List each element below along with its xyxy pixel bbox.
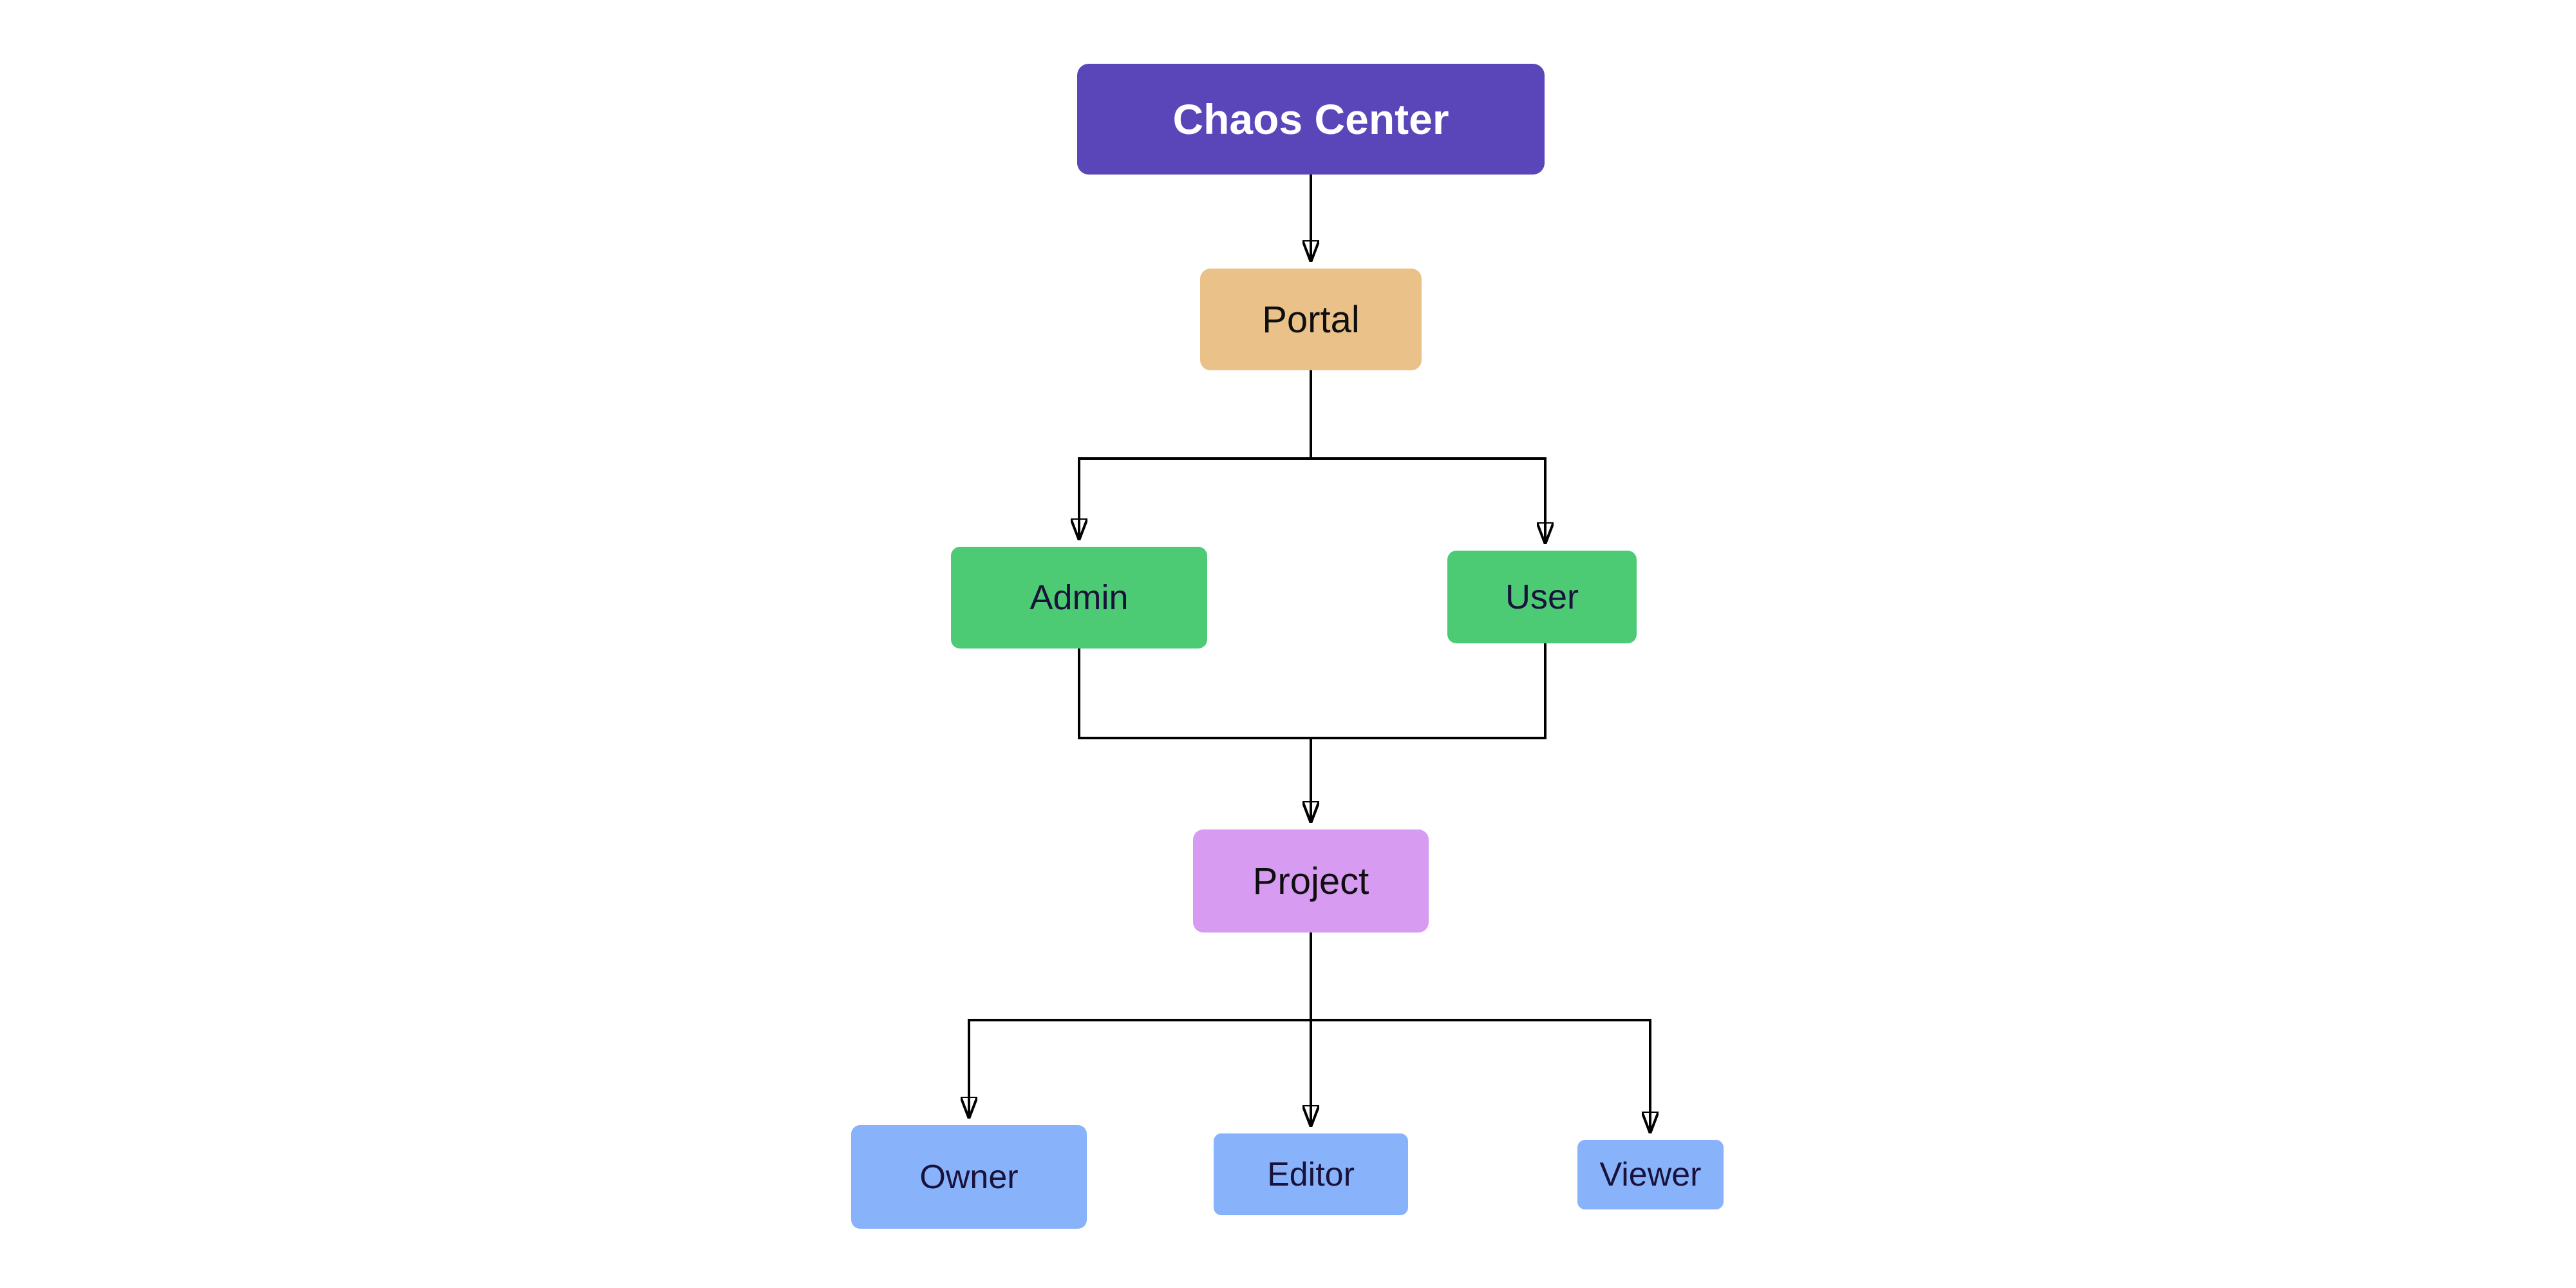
edge-portal-to-user [1310,370,1545,543]
edge-portal-to-admin [1079,370,1312,539]
node-portal: Portal [1200,269,1422,370]
node-admin: Admin [951,547,1207,649]
edge-user-to-project [1311,643,1547,822]
edge-project-to-owner [969,933,1312,1117]
node-project: Project [1193,829,1429,933]
node-user: User [1447,551,1637,643]
edge-project-to-viewer [1310,933,1650,1132]
node-editor: Editor [1214,1133,1408,1215]
node-owner: Owner [851,1125,1087,1229]
edge-admin-to-project [1078,649,1311,822]
node-chaos-center: Chaos Center [1077,64,1545,175]
node-viewer: Viewer [1577,1140,1724,1209]
